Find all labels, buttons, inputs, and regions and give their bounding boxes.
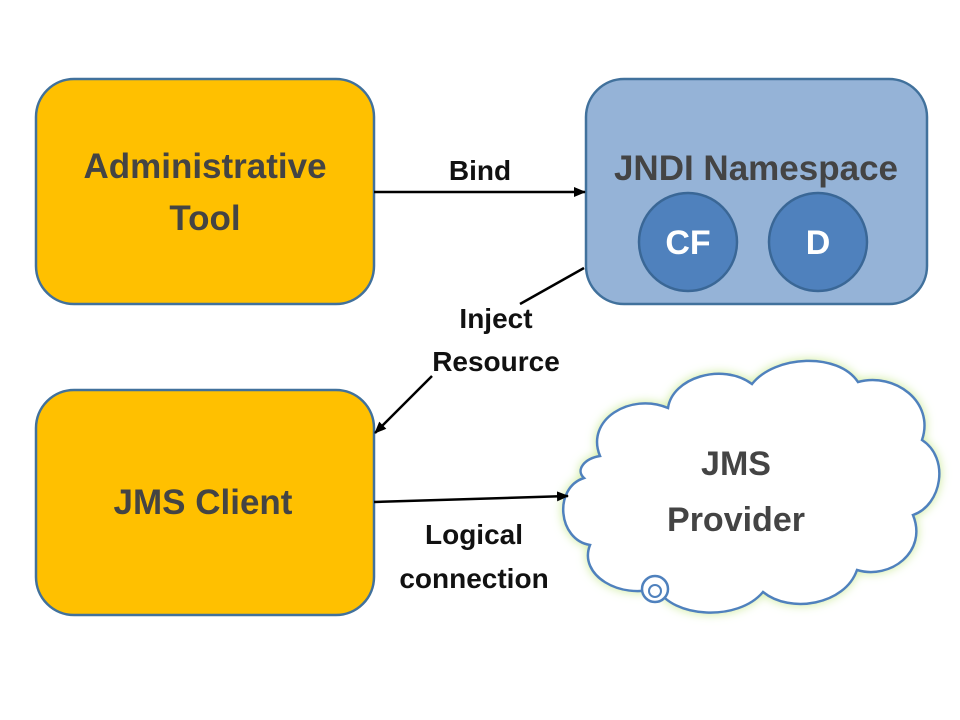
jndi-namespace-box [584, 77, 929, 306]
logical-connection-label-line2: connection [399, 563, 548, 594]
cloud-bubble-small [648, 584, 662, 598]
jndi-namespace-title: JNDI Namespace [614, 149, 898, 188]
jms-provider-cloud [561, 359, 941, 614]
logical-connection-label-line1: Logical [425, 519, 523, 550]
logical-connection-edge: Logical connection [373, 491, 569, 594]
administrative-tool-label-line1: Administrative [83, 147, 326, 186]
jms-provider-label-line1: JMS [701, 445, 771, 483]
bind-edge: Bind [374, 155, 586, 197]
jms-client-box [34, 388, 376, 617]
inject-label-line1: Inject [459, 303, 532, 334]
connection-factory-circle: CF [637, 191, 739, 293]
administrative-tool-node: Administrative Tool [34, 77, 376, 306]
jms-client-label: JMS Client [114, 483, 293, 522]
jms-provider-node: JMS Provider [561, 359, 941, 614]
inject-arrow-lower-segment [374, 375, 433, 434]
bind-label: Bind [449, 155, 511, 186]
inject-resource-edge: Inject Resource [374, 266, 585, 434]
inject-label-line2: Resource [432, 346, 560, 377]
jndi-namespace-node: JNDI Namespace CF D [584, 77, 929, 306]
jms-provider-label-line2: Provider [667, 501, 805, 539]
jms-client-node: JMS Client [34, 388, 376, 617]
destination-circle: D [767, 191, 869, 293]
connection-factory-shape [637, 191, 739, 293]
inject-arrow-upper-segment [519, 266, 585, 306]
administrative-tool-label-line2: Tool [169, 199, 240, 238]
destination-label: D [806, 224, 831, 262]
connection-factory-label: CF [665, 224, 710, 262]
destination-shape [767, 191, 869, 293]
administrative-tool-box [34, 77, 376, 306]
logical-connection-arrow [373, 491, 569, 504]
